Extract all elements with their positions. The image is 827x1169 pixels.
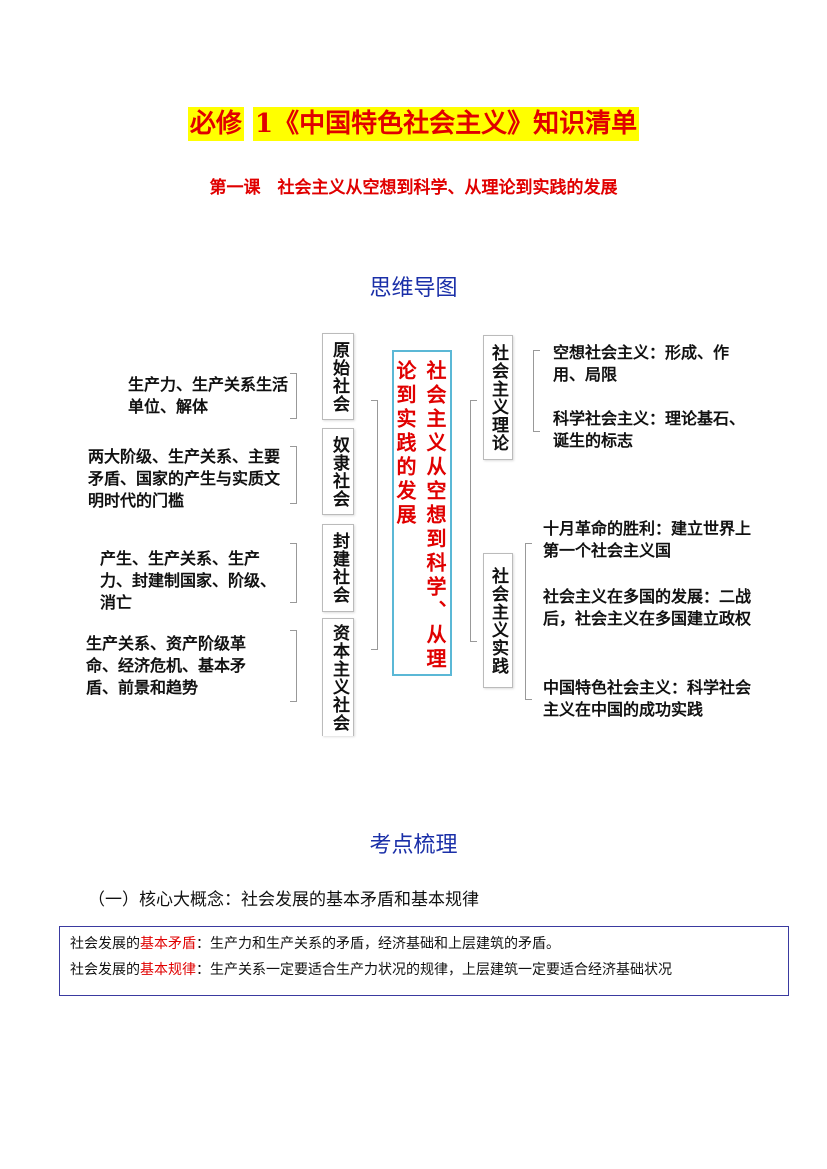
mindmap-center: 社会主义从空想到科学、从理论到实践的发展: [392, 350, 452, 676]
left-detail-4: 生产关系、资产阶级革命、经济危机、基本矛盾、前景和趋势: [86, 634, 247, 697]
practice-item-2: 社会主义在多国的发展：二战后，社会主义在多国建立政权: [543, 587, 752, 628]
branch-theory: 社会主义理论: [483, 335, 513, 460]
bracket: [533, 350, 540, 432]
bracket: [290, 543, 297, 603]
concept-line-contradiction: 社会发展的基本矛盾：生产力和生产关系的矛盾，经济基础和上层建筑的矛盾。: [70, 931, 778, 957]
bracket: [290, 446, 297, 504]
concept-box: 社会发展的基本矛盾：生产力和生产关系的矛盾，经济基础和上层建筑的矛盾。 社会发展…: [59, 926, 789, 996]
line-prefix: 社会发展的: [70, 936, 140, 952]
left-detail-3: 产生、生产关系、生产力、封建制国家、阶级、消亡: [100, 549, 277, 612]
theory-item-1: 空想社会主义：形成、作用、局限: [553, 343, 730, 384]
line-prefix: 社会发展的: [70, 962, 140, 978]
line-text: ：生产力和生产关系的矛盾，经济基础和上层建筑的矛盾。: [196, 936, 560, 952]
theory-item-2: 科学社会主义：理论基石、诞生的标志: [553, 409, 746, 450]
bracket: [525, 543, 532, 700]
document-title: 必修 1《中国特色社会主义》知识清单: [0, 103, 827, 141]
branch-practice: 社会主义实践: [483, 553, 513, 688]
bracket: [290, 630, 297, 702]
left-detail-1: 生产力、生产关系生活单位、解体: [128, 375, 289, 416]
bracket: [371, 400, 378, 650]
title-highlight: 必修: [187, 107, 244, 141]
review-heading: 考点梳理: [369, 833, 458, 858]
key-term: 基本矛盾: [140, 936, 196, 952]
mindmap-heading: 思维导图: [369, 276, 458, 301]
bracket: [290, 373, 297, 419]
bracket: [470, 400, 477, 642]
stage-primitive: 原始社会: [322, 333, 354, 420]
key-term: 基本规律: [140, 962, 196, 978]
section-heading: （一）核心大概念：社会发展的基本矛盾和基本规律: [88, 890, 479, 910]
concept-line-law: 社会发展的基本规律：生产关系一定要适合生产力状况的规律，上层建筑一定要适合经济基…: [70, 957, 778, 983]
title-main: 1《中国特色社会主义》知识清单: [252, 107, 640, 141]
left-detail-2: 两大阶级、生产关系、主要矛盾、国家的产生与实质文明时代的门槛: [88, 447, 281, 510]
stage-capitalist: 资本主义社会: [322, 618, 354, 736]
stage-slave: 奴隶社会: [322, 428, 354, 515]
lesson-subtitle: 第一课 社会主义从空想到科学、从理论到实践的发展: [209, 178, 618, 198]
practice-item-3: 中国特色社会主义：科学社会主义在中国的成功实践: [543, 678, 752, 719]
practice-item-1: 十月革命的胜利：建立世界上第一个社会主义国: [543, 519, 752, 560]
line-text: ：生产关系一定要适合生产力状况的规律，上层建筑一定要适合经济基础状况: [196, 962, 672, 978]
stage-feudal: 封建社会: [322, 524, 354, 612]
